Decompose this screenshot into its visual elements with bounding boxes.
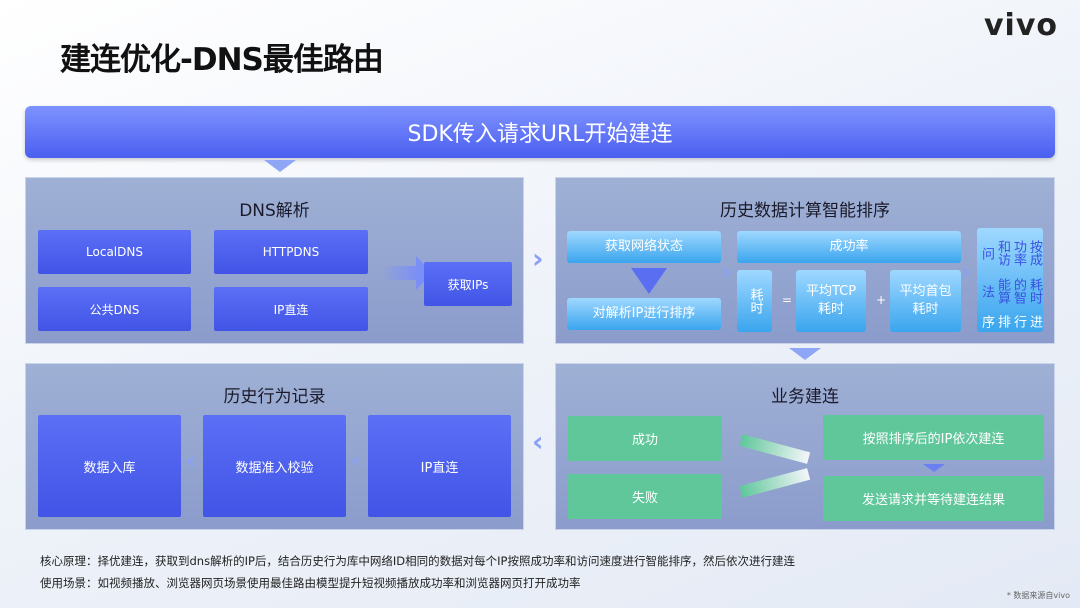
httpdns-box: HTTPDNS — [214, 230, 368, 274]
business-panel: 业务建连 成功 失败 按照排序后的IP依次建连 发送请求并等待建连结果 — [555, 363, 1055, 530]
algo-col-2: 耗时的智能算法 — [979, 278, 1042, 305]
sort-title: 历史数据计算智能排序 — [720, 201, 890, 221]
history-panel: 历史行为记录 数据入库 ‹ 数据准入校验 ‹ IP直连 — [25, 363, 524, 530]
arrow-down-icon — [789, 348, 821, 360]
equals-sign: = — [782, 293, 793, 307]
fail-box: 失败 — [568, 474, 722, 519]
dns-panel: DNS解析 LocalDNS HTTPDNS 公共DNS IP直连 获取IPs — [25, 177, 524, 344]
page-title: 建连优化-DNS最佳路由 — [60, 42, 384, 78]
public-dns-box: 公共DNS — [38, 287, 191, 331]
arrow-down-icon — [264, 160, 296, 172]
vivo-logo: vivo — [983, 8, 1058, 43]
chevron-right-icon: › — [962, 260, 972, 285]
ip-sort-box: 对解析IP进行排序 — [567, 298, 721, 330]
business-title: 业务建连 — [771, 387, 839, 407]
algo-col-1: 按成功率和访问 — [979, 240, 1042, 267]
chevron-right-icon: › — [532, 242, 544, 275]
data-storage-box: 数据入库 — [38, 415, 181, 517]
core-principle-note: 核心原理：择优建连，获取到dns解析的IP后，结合历史行为库中网络ID相同的数据… — [40, 554, 795, 568]
chevron-left-icon: ‹ — [186, 449, 196, 474]
history-title: 历史行为记录 — [223, 387, 326, 407]
notes: 核心原理：择优建连，获取到dns解析的IP后，结合历史行为库中网络ID相同的数据… — [40, 550, 795, 594]
time-label: 耗时 — [747, 288, 763, 314]
get-ips-box: 获取IPs — [424, 262, 512, 306]
chevron-left-icon: ‹ — [532, 425, 544, 458]
success-rate-box: 成功率 — [737, 231, 961, 263]
arrow-shaft — [382, 266, 418, 280]
avg-tcp-box: 平均TCP耗时 — [796, 270, 866, 332]
time-box: 耗时 — [737, 270, 772, 332]
arrow-to-success-icon — [739, 434, 811, 464]
usage-scenario-note: 使用场景：如视频播放、浏览器网页场景使用最佳路由模型提升短视频播放成功率和浏览器… — [40, 576, 581, 590]
data-validation-box: 数据准入校验 — [203, 415, 346, 517]
sequential-connect-box: 按照排序后的IP依次建连 — [823, 415, 1044, 460]
network-status-box: 获取网络状态 — [567, 231, 721, 263]
algo-col-3: 进行排序 — [979, 314, 1042, 328]
arrow-down-icon — [631, 268, 667, 294]
source-note: * 数据来源自vivo — [1006, 591, 1070, 600]
localdns-box: LocalDNS — [38, 230, 191, 274]
dns-title: DNS解析 — [239, 201, 310, 221]
sort-panel: 历史数据计算智能排序 获取网络状态 对解析IP进行排序 › 成功率 耗时 = 平… — [555, 177, 1055, 344]
success-box: 成功 — [568, 416, 722, 461]
plus-sign: + — [876, 293, 887, 307]
chevron-left-icon: ‹ — [351, 449, 361, 474]
arrow-down-icon — [923, 464, 945, 472]
send-request-box: 发送请求并等待建连结果 — [823, 476, 1044, 521]
ip-direct-box: IP直连 — [214, 287, 368, 331]
algorithm-box: 按成功率和访问 耗时的智能算法 进行排序 — [977, 228, 1043, 332]
chevron-right-icon: › — [722, 260, 732, 285]
arrow-to-fail-icon — [739, 468, 811, 498]
avg-first-packet-box: 平均首包耗时 — [890, 270, 961, 332]
start-banner: SDK传入请求URL开始建连 — [25, 106, 1055, 158]
ip-direct-record-box: IP直连 — [368, 415, 511, 517]
